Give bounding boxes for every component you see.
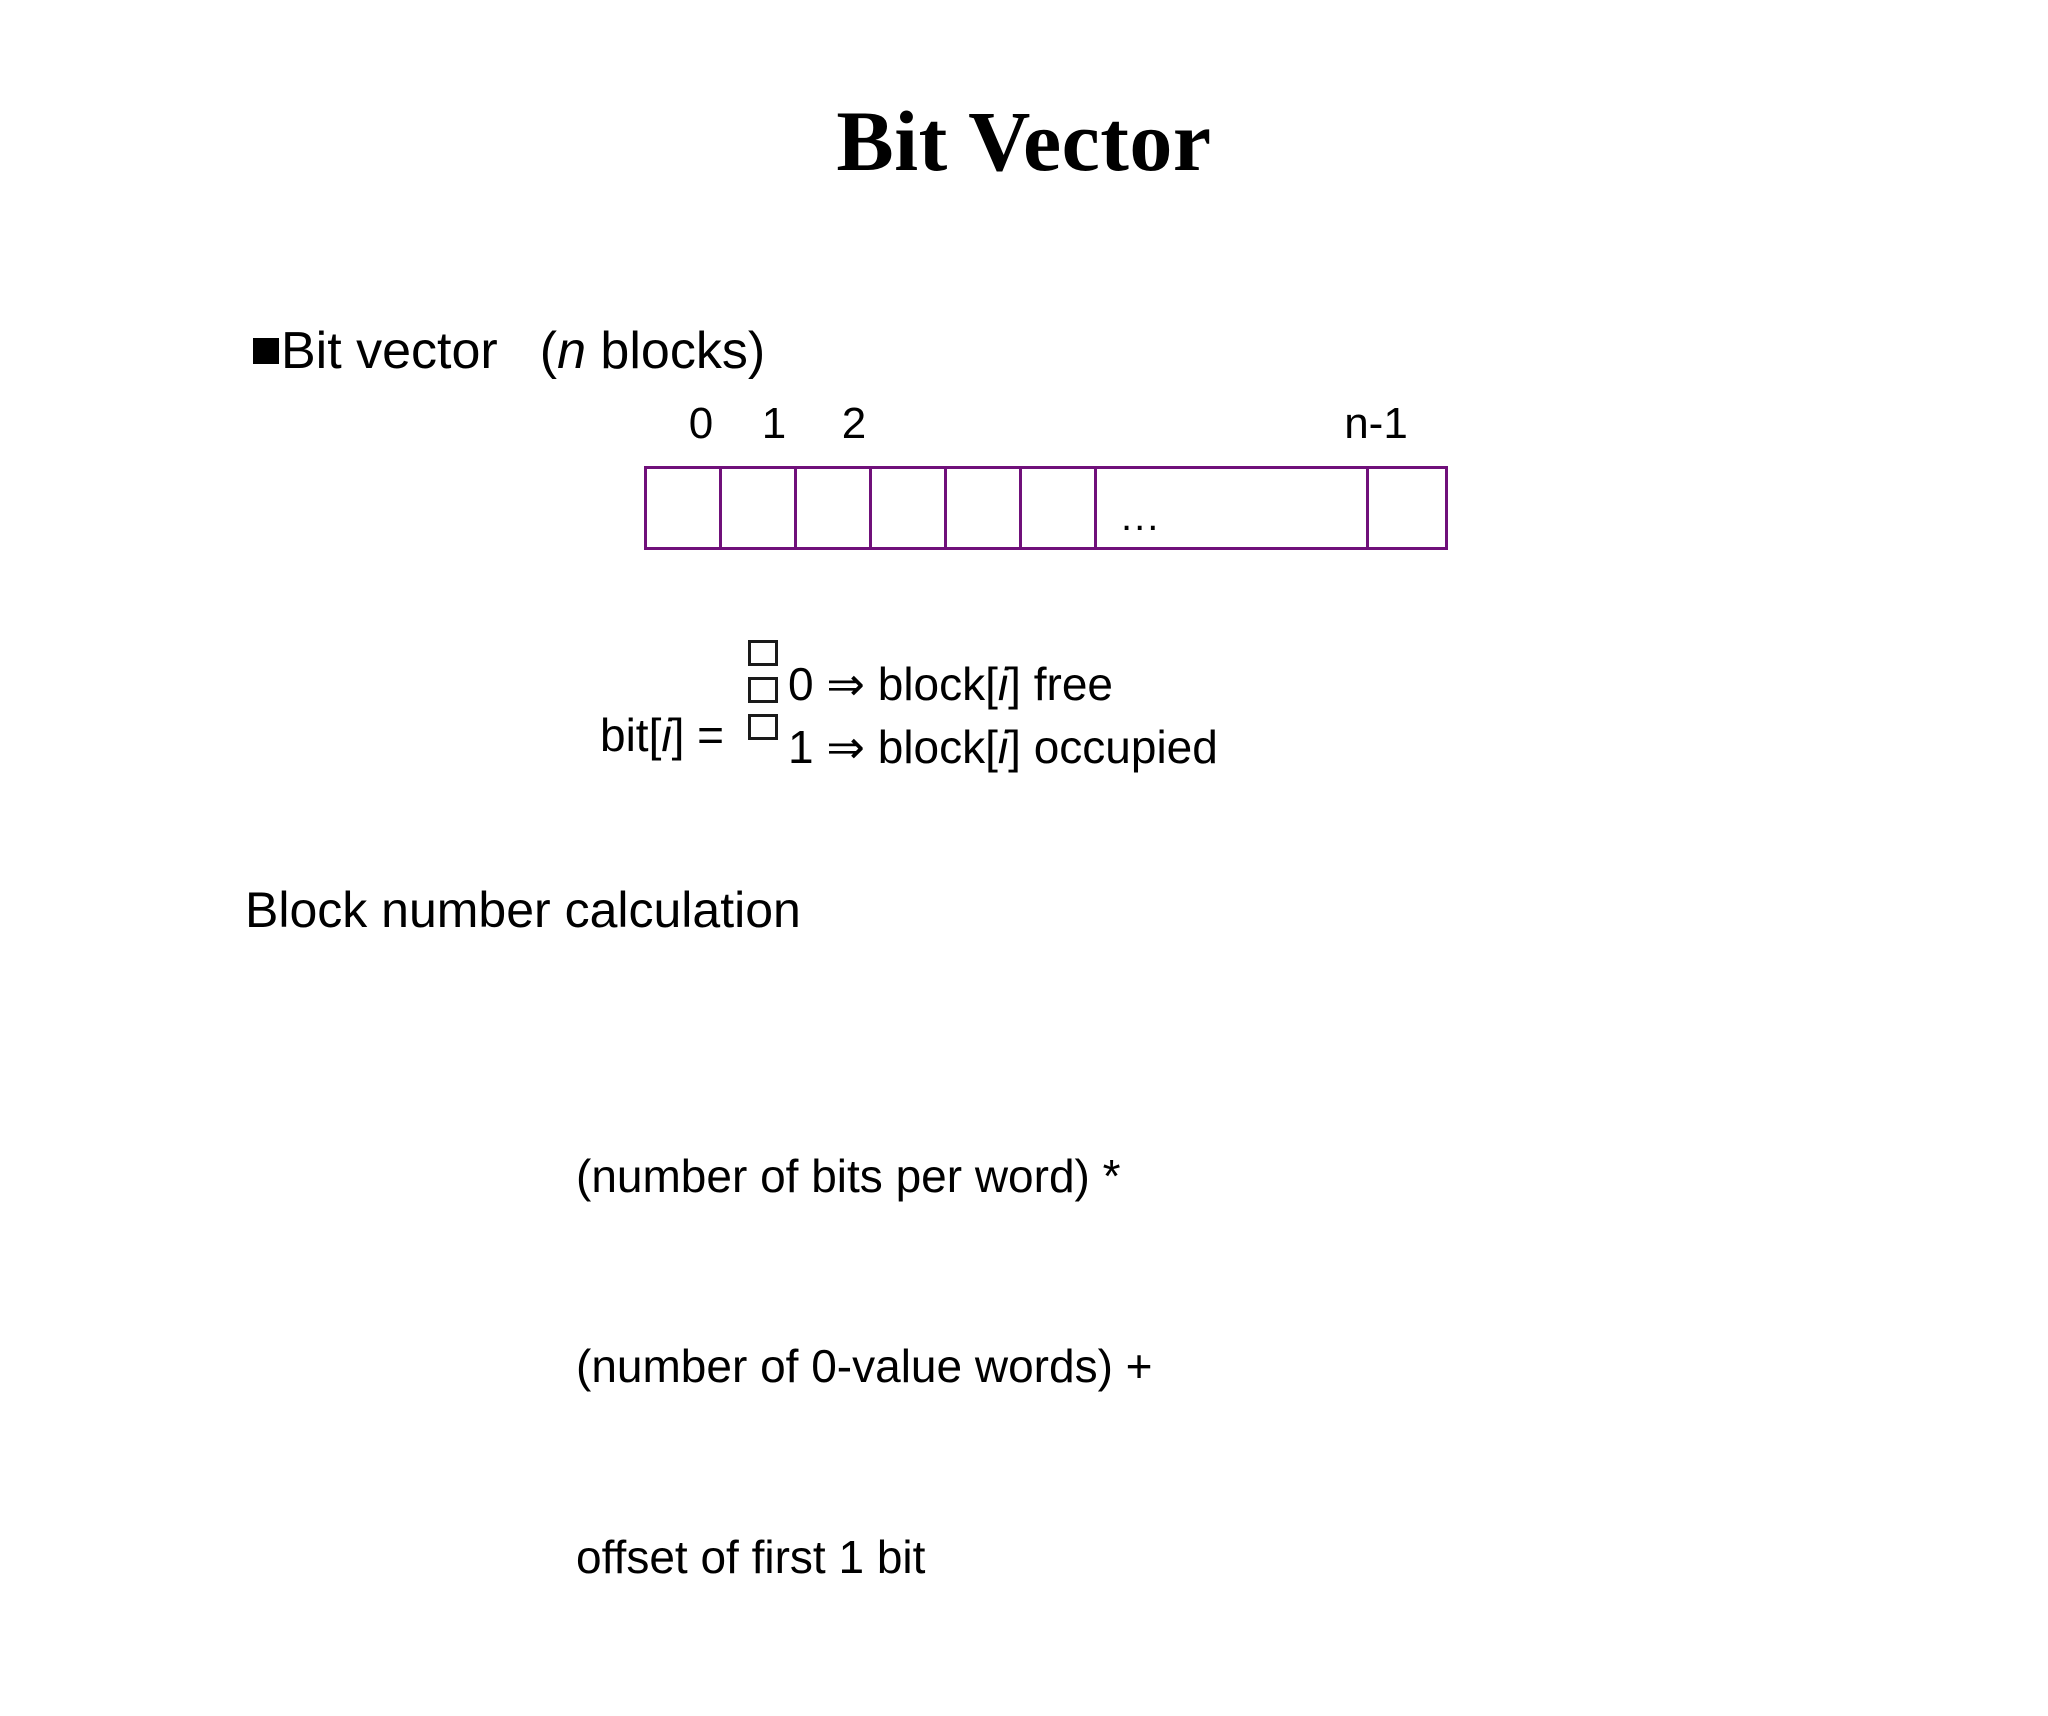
case-zero-value: 0 xyxy=(788,658,814,710)
bullet-qualifier-open: ( xyxy=(539,322,558,380)
case-zero-result-index: i xyxy=(997,658,1009,710)
bit-definition-cases: 0 ⇒ block[i] free 1 ⇒ block[i] occupied xyxy=(788,612,1218,774)
implies-arrow-icon: ⇒ xyxy=(813,720,878,773)
calculation-lines: (number of bits per word) * (number of 0… xyxy=(576,1018,1153,1716)
index-label-1: 1 xyxy=(761,399,787,448)
bit-vector-cell xyxy=(947,469,1022,547)
bit-vector-cell xyxy=(872,469,947,547)
calculation-line: (number of bits per word) * xyxy=(576,1149,1121,1202)
slide-canvas: Bit Vector Bit vector ( n blocks) 0 1 2 … xyxy=(245,93,1448,1583)
bit-definition: bit[i] = 0 ⇒ block[i] free 1 ⇒ block[i] … xyxy=(600,612,1218,774)
bit-vector-cell xyxy=(722,469,797,547)
index-label-n-minus-1: n-1 xyxy=(1344,399,1408,448)
case-one-value: 1 xyxy=(788,720,814,773)
bullet-qualifier-rest: blocks) xyxy=(585,322,766,380)
bit-vector-cell-ellipsis: ... xyxy=(1097,469,1369,547)
missing-glyph-box-icon xyxy=(748,713,779,740)
bit-vector-cell xyxy=(647,469,722,547)
bullet-qualifier-variable: n xyxy=(557,322,586,380)
implies-arrow-icon: ⇒ xyxy=(813,658,878,710)
case-zero-result-prefix: block[ xyxy=(877,658,998,710)
missing-glyph-box-icon xyxy=(748,676,779,703)
bullet-label: Bit vector xyxy=(281,322,498,380)
calculation-heading: Block number calculation xyxy=(245,882,801,938)
bit-vector-cell-last xyxy=(1369,469,1451,547)
bit-lhs-index: i xyxy=(661,708,672,761)
bullet-item-bit-vector: Bit vector ( n blocks) xyxy=(253,322,766,380)
case-one-result-index: i xyxy=(997,720,1009,773)
calculation-line: (number of 0-value words) + xyxy=(576,1340,1153,1393)
bit-vector-diagram: ... xyxy=(644,466,1448,550)
bit-vector-ellipsis: ... xyxy=(1121,495,1161,539)
bit-vector-index-labels: 0 1 2 n-1 xyxy=(644,396,1448,452)
index-label-2: 2 xyxy=(841,399,867,448)
bit-definition-case-zero: 0 ⇒ block[i] free xyxy=(788,658,1218,711)
page-title: Bit Vector xyxy=(836,93,1212,189)
missing-glyph-box-icon xyxy=(748,639,779,666)
square-bullet-icon xyxy=(253,338,279,364)
case-one-result-prefix: block[ xyxy=(877,720,998,773)
case-one-result-suffix: ] occupied xyxy=(1008,720,1218,773)
bit-definition-lhs: bit[i] = xyxy=(600,628,724,758)
bit-definition-case-one: 1 ⇒ block[i] occupied xyxy=(788,721,1218,774)
calculation-line: offset of first 1 bit xyxy=(576,1530,926,1583)
bit-lhs-suffix: ] = xyxy=(671,708,725,761)
brace-glyph-group xyxy=(748,639,779,746)
case-zero-result-suffix: ] free xyxy=(1008,658,1113,710)
bit-vector-cell xyxy=(797,469,872,547)
bit-vector-cell xyxy=(1022,469,1097,547)
index-label-0: 0 xyxy=(688,399,714,448)
bit-lhs-prefix: bit[ xyxy=(600,708,662,761)
